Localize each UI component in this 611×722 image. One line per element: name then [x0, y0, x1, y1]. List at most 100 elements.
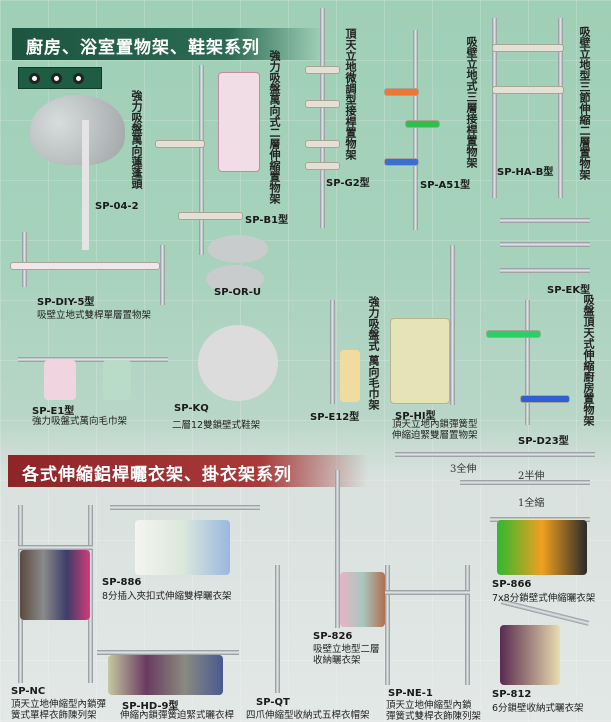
sp-812-desc: 6分鎖壁收納式曬衣架 — [492, 703, 584, 714]
sp-a51-pole — [413, 30, 418, 230]
sp-d23-pole — [525, 300, 530, 425]
sp-g2-shelf — [305, 140, 340, 148]
sp-hab-desc: 吸壁立地型三節伸縮二層置物架 — [578, 26, 591, 180]
state-half-extended: 2半伸 — [518, 471, 545, 482]
sp-04-desc: 強力吸盤萬向蓮蓬頭 — [130, 90, 143, 189]
sp-g2-shelf — [305, 162, 340, 170]
sp-b1-desc: 強力吸盤萬向式二層伸縮置物架 — [268, 50, 281, 204]
sp-g2-code: SP-G2型 — [326, 178, 370, 189]
sp-ne1-desc-line2: 彈簧式雙桿衣飾陳列架 — [386, 711, 482, 722]
suction-step-icon — [29, 73, 40, 84]
sp-diy-code: SP-DIY-5型 — [37, 297, 95, 308]
sp-ne1-code: SP-NE-1 — [388, 688, 433, 699]
sp-hab-pole — [558, 18, 563, 198]
sp-ne1-pole — [465, 565, 470, 685]
sp-diy-pole — [160, 245, 165, 305]
sp-qt-desc: 四爪伸縮型收納式五桿衣帽架 — [246, 710, 370, 721]
sp-812-code: SP-812 — [492, 689, 532, 700]
sp-g2-shelf — [305, 66, 340, 74]
sp-hi-pole — [450, 245, 455, 405]
washing-machine-image — [390, 318, 450, 404]
sp-hab-code: SP-HA-B型 — [497, 167, 554, 178]
sp-826-pole — [335, 470, 340, 628]
shower-handle-image — [82, 120, 89, 250]
sp-nc-pole — [88, 505, 93, 683]
towel-image — [340, 350, 360, 402]
sp-kq-desc: 二層12雙鎖壁式鞋架 — [172, 420, 261, 431]
suction-step-icon — [73, 73, 84, 84]
sp-a51-shelf — [405, 120, 440, 128]
sp-a51-shelf — [384, 88, 419, 96]
sp-a51-code: SP-A51型 — [420, 180, 471, 191]
sp-a51-desc: 吸壁立地式三層接桿置物架 — [465, 36, 478, 168]
sp-nc-desc-line1: 頂天立地伸縮型內鎖彈 — [11, 699, 107, 710]
sp-ne1-desc-line1: 頂天立地伸縮型內鎖 — [386, 700, 472, 711]
sp-886-bar — [110, 505, 260, 510]
sp-ek-bar — [500, 268, 590, 273]
sp-ek-code: SP-EK型 — [547, 285, 591, 296]
clothes-image — [497, 520, 587, 575]
sp-d23-code: SP-D23型 — [518, 436, 569, 447]
bath-series-banner: 廚房、浴室置物架、鞋架系列 — [12, 28, 322, 60]
sp-886-desc: 8分插入夾扣式伸縮雙桿曬衣架 — [102, 591, 232, 602]
sp-ne1-pole — [385, 565, 390, 685]
clothes-image — [20, 550, 90, 620]
sp-e1-code: SP-E1型 — [32, 406, 75, 417]
sp-886-code: SP-886 — [102, 577, 142, 588]
sp-b1-shelf — [155, 140, 205, 148]
sp-g2-pole — [320, 8, 325, 228]
sp-hi-desc-line1: 頂天立地內鎖彈簧型 — [392, 419, 478, 430]
sp-b1-shelf — [178, 212, 243, 220]
sp-diy-desc: 吸壁立地式雙桿單層置物架 — [37, 310, 152, 321]
sp-qt-code: SP-QT — [256, 697, 290, 708]
extending-rod-retracted — [490, 517, 590, 522]
sp-g2-desc: 頂天立地微調型接桿置物架 — [344, 28, 357, 160]
sp-826-desc-line2: 收納曬衣架 — [313, 655, 361, 666]
sp-04-code: SP-04-2 — [95, 201, 139, 212]
sp-d23-shelf — [520, 395, 570, 403]
sp-diy-shelf — [10, 262, 160, 270]
sp-hab-shelf — [492, 86, 564, 94]
suction-step-icon — [51, 73, 62, 84]
sp-nc-code: SP-NC — [11, 686, 46, 697]
towel-image — [44, 360, 76, 400]
sp-d23-shelf — [486, 330, 541, 338]
sp-or-u-code: SP-OR-U — [214, 287, 261, 298]
sp-e12-pole — [330, 300, 335, 404]
sp-or-u-image — [206, 265, 264, 293]
sp-hd9-desc: 伸縮內鎖彈簧迫緊式曬衣桿 — [120, 710, 235, 721]
clothes-image — [108, 655, 223, 695]
sp-b1-pole — [199, 65, 204, 255]
sp-ne1-bar — [385, 590, 470, 595]
sp-e12-code: SP-E12型 — [310, 412, 360, 423]
extending-rod-full — [395, 452, 595, 457]
sp-g2-shelf — [305, 100, 340, 108]
extending-rod-half — [460, 480, 590, 485]
shower-head-image — [30, 95, 125, 165]
towel-image — [218, 72, 260, 172]
sp-diy-pole — [22, 232, 27, 287]
sp-866-code: SP-866 — [492, 579, 532, 590]
sp-hi-code: SP-HI型 — [395, 411, 436, 422]
towel-image — [103, 360, 131, 400]
sp-hab-pole — [492, 18, 497, 198]
sp-or-u-image — [208, 235, 268, 263]
sp-nc-desc-line2: 簧式單桿衣飾陳列架 — [11, 710, 97, 721]
sp-kq-code: SP-KQ — [174, 403, 209, 414]
sp-a51-shelf — [384, 158, 419, 166]
suction-steps-badge — [18, 67, 102, 89]
sp-826-code: SP-826 — [313, 631, 353, 642]
sp-e1-desc: 強力吸盤式萬向毛巾架 — [32, 416, 128, 427]
clothes-image — [340, 572, 385, 627]
sp-hd9-bar — [97, 650, 239, 655]
sp-d23-desc: 吸盤頂天式伸縮廚房置物架 — [582, 294, 595, 426]
sp-e1-bar — [18, 357, 168, 362]
sp-e12-desc: 強力吸盤式 萬向毛巾架 — [367, 296, 380, 410]
sp-ek-bar — [500, 218, 590, 223]
shirts-image — [135, 520, 230, 575]
sp-866-desc: 7x8分鎖壁式伸縮曬衣架 — [492, 593, 596, 604]
sp-ek-bar — [500, 242, 590, 247]
sp-qt-pole — [275, 565, 280, 693]
sp-hd9-code: SP-HD-9型 — [122, 701, 179, 712]
state-full-extended: 3全伸 — [450, 464, 477, 475]
